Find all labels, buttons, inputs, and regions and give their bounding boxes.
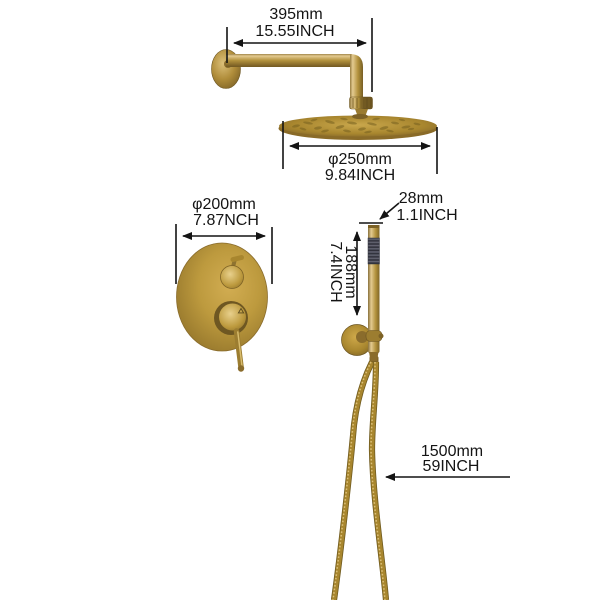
shower-arm-elbow [350,54,363,98]
brand-logo [237,307,245,314]
mixer-handle-base [219,303,246,331]
wand-spray-grip [367,237,380,265]
wand-length-mm: 188mm [342,245,359,299]
holder-clamp-pin [378,333,384,339]
wand-top-cap [368,225,380,228]
rain-shower-head [278,113,438,140]
hose-length-mm: 1500mm [420,443,484,460]
hose-length-inch: 59INCH [422,458,480,475]
wand-diameter-inch: 1.1INCH [396,207,458,224]
wand-length-label: 188mm 7.4INCH [327,241,359,303]
dimension-lines [175,18,510,481]
wall-holder-hub [356,331,368,343]
shower-arm-assembly [211,49,373,117]
head-diameter-mm: φ250mm [328,151,392,168]
shower-hose [330,360,390,600]
shower-arm [226,54,352,67]
wand-bottom-taper [369,352,379,361]
diverter-knob-tip [230,255,244,262]
wand-diameter-mm: 28mm [398,190,444,207]
arm-length-mm: 395mm [269,6,323,23]
mixer-handle-tip [237,365,245,372]
diverter-knob [220,265,244,289]
arm-length-inch: 15.55INCH [255,23,335,40]
head-face [279,115,437,137]
mixer-handle-highlight [237,331,243,367]
head-mount-cap [352,113,368,120]
valve-trim-plate [176,242,268,352]
valve-diameter-mm: φ200mm [192,196,256,213]
mixer-handle-lever [233,328,244,370]
valve-diameter-inch: 7.87NCH [193,212,259,229]
head-texture [292,117,421,134]
head-diameter-inch: 9.84INCH [324,167,396,184]
valve-trim [176,242,268,372]
wand-dia-arrow [379,202,400,220]
wand-length-inch: 7.4INCH [327,241,344,303]
hand-shower-assembly [330,225,390,600]
